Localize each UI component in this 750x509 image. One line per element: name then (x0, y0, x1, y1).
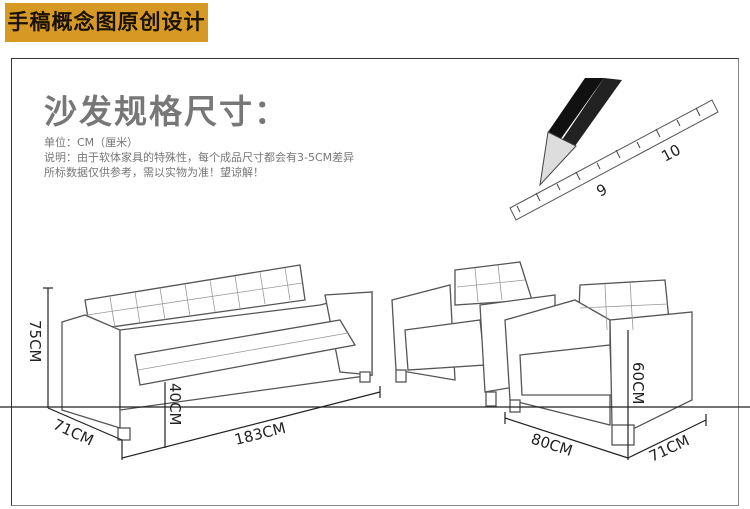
frame (11, 58, 739, 506)
unit-text: 单位：CM（厘米） (44, 136, 139, 149)
chair-depth-label: 71CM (646, 431, 692, 465)
banner: 手稿概念图原创设计 (5, 3, 208, 42)
note-line-2: 所标数据仅供参考，需以实物为准！望谅解！ (44, 166, 264, 179)
armchair-right (504, 279, 693, 446)
chair-width-label: 80CM (529, 430, 575, 460)
chair-height-label: 60CM (629, 362, 647, 405)
sofa-seat-height-label: 40CM (166, 383, 184, 426)
ruler-label-10: 10 (658, 141, 683, 166)
dimension-lines (0, 287, 750, 460)
sofa-height-label: 75CM (26, 320, 44, 363)
ruler-label-9: 9 (593, 180, 610, 200)
pen-icon (539, 78, 622, 187)
note-line-1: 说明：由于软体家具的特殊性，每个成品尺寸都会有3-5CM差异 (44, 151, 355, 164)
sofa-depth-label: 71CM (50, 415, 96, 449)
page-title: 沙发规格尺寸： (44, 92, 289, 131)
ruler-illustration: 9 10 (509, 99, 719, 221)
sofa-width-label: 183CM (233, 419, 288, 449)
three-seat-sofa (61, 264, 373, 441)
